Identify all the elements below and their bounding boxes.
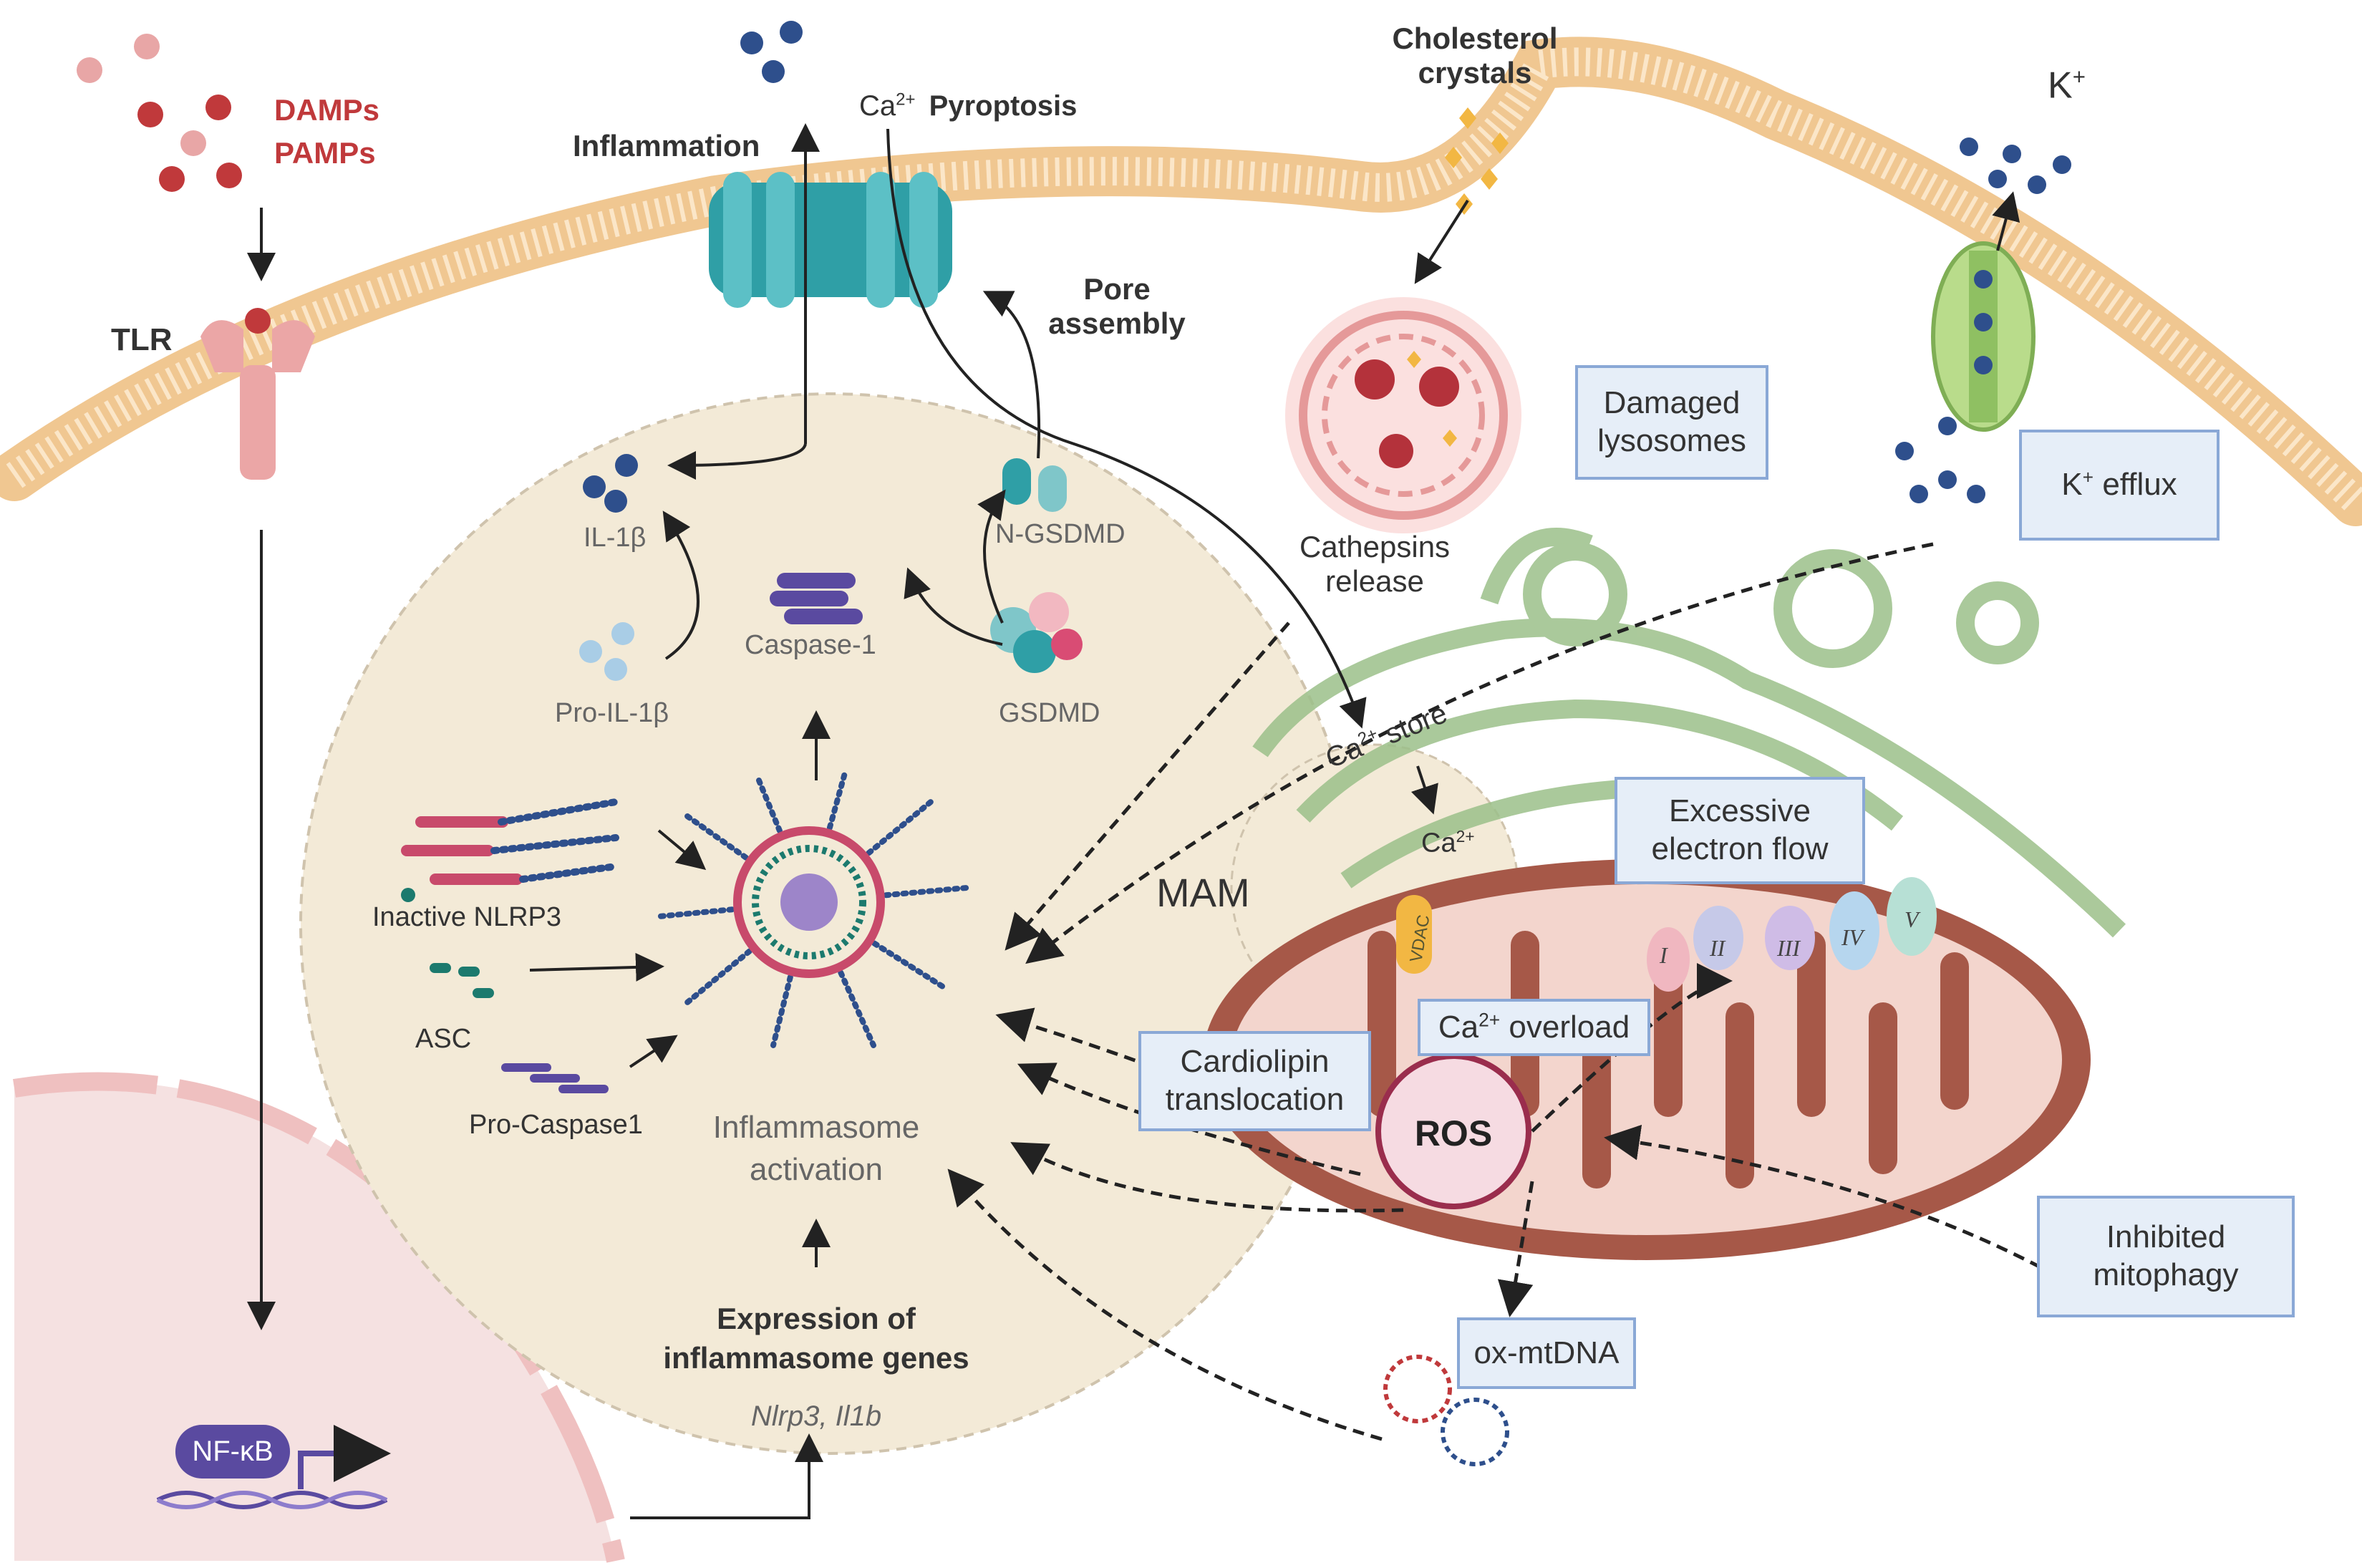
etc-complexes xyxy=(1647,877,1937,992)
cathepsins-release-label: Cathepsins release xyxy=(1267,530,1482,599)
cardiolipin-line1: Cardiolipin xyxy=(1180,1044,1330,1080)
pyroptosis-text: Pyroptosis xyxy=(929,90,1078,122)
k-ion-charge: + xyxy=(2072,64,2086,89)
inhibited-line2: mitophagy xyxy=(2093,1257,2239,1292)
endoplasmic-reticulum xyxy=(1252,528,2126,938)
cathepsins-line1: Cathepsins xyxy=(1299,530,1451,563)
solid-arrows xyxy=(247,123,2020,1519)
complex-iv-label: IV xyxy=(1841,924,1866,950)
asc-label: ASC xyxy=(415,1024,472,1054)
cholesterol-crystals-label: Cholesterol crystals xyxy=(1368,21,1582,91)
inflammation-label: Inflammation xyxy=(573,129,760,163)
inflammasome-line2: activation xyxy=(750,1152,883,1188)
expression-line1: Expression of xyxy=(717,1302,916,1335)
transcription-arrow xyxy=(298,1425,391,1489)
cathepsins-line2: release xyxy=(1325,564,1424,599)
ox-mtdna-text: ox-mtDNA xyxy=(1473,1335,1620,1370)
caspase1-icon xyxy=(770,573,863,624)
damaged-lysosomes-line2: lysosomes xyxy=(1597,423,1746,458)
pro-caspase1-icon xyxy=(501,1063,609,1093)
ca-overload-box: Ca2+ overload xyxy=(1418,999,1650,1056)
complex-iii-label: III xyxy=(1776,935,1801,961)
k-channel-icon xyxy=(1931,241,2036,432)
k-ion-dots xyxy=(1895,137,2071,503)
nfkb-icon xyxy=(175,1425,290,1479)
ox-mtdna-box: ox-mtDNA xyxy=(1457,1317,1636,1389)
expression-line2: inflammasome genes xyxy=(663,1340,969,1375)
dashed-arrows xyxy=(947,542,2042,1441)
caspase1-label: Caspase-1 xyxy=(745,630,876,660)
n-gsdmd-icon xyxy=(1002,458,1067,512)
k-ion-label: K+ xyxy=(2048,64,2086,107)
ros-circle xyxy=(1375,1053,1531,1209)
inflammasome-complex-icon xyxy=(656,770,969,1048)
inflammasome-activation-label: Inflammasome activation xyxy=(687,1106,945,1191)
ca-ion-text: Ca xyxy=(859,90,896,122)
ca-overload-word: overload xyxy=(1509,1009,1630,1045)
ca-ion-charge: 2+ xyxy=(896,89,916,110)
asc-icon xyxy=(430,963,494,998)
ox-mtdna-icon xyxy=(1383,1355,1509,1466)
inhibited-mitophagy-box: Inhibited mitophagy xyxy=(2037,1196,2295,1317)
gsdmd-label: GSDMD xyxy=(999,698,1100,728)
complex-ii-label: II xyxy=(1709,935,1726,961)
damps-dots xyxy=(77,34,242,192)
k-efflux-box: K+ efflux xyxy=(2019,430,2220,541)
il1b-label: IL-1β xyxy=(584,523,647,553)
cholesterol-crystal-icons xyxy=(1445,107,1509,215)
pro-il1b-label: Pro-IL-1β xyxy=(555,698,669,728)
damaged-lysosomes-line1: Damaged xyxy=(1603,385,1741,421)
pore-assembly-line1: Pore xyxy=(1083,272,1151,306)
damaged-lysosome-icon xyxy=(1285,297,1521,533)
cardiolipin-translocation-box: Cardiolipin translocation xyxy=(1138,1031,1371,1131)
expression-label: Expression of inflammasome genes xyxy=(630,1300,1002,1378)
pamps-label: PAMPs xyxy=(274,136,376,170)
inactive-nlrp3-icon xyxy=(401,798,619,902)
damps-label: DAMPs xyxy=(274,93,380,127)
inflammasome-line1: Inflammasome xyxy=(712,1110,920,1145)
k-efflux-ion: K xyxy=(2061,467,2083,503)
ca-small-ion: Ca xyxy=(1421,828,1456,858)
k-efflux-word: efflux xyxy=(2102,467,2177,503)
ca-small-label: Ca2+ xyxy=(1421,827,1475,859)
k-ion-text: K xyxy=(2048,64,2073,107)
tlr-label: TLR xyxy=(111,322,173,357)
genes-label: Nlrp3, Il1b xyxy=(750,1400,882,1432)
cardiolipin-line2: translocation xyxy=(1165,1082,1345,1117)
excessive-line2: electron flow xyxy=(1651,831,1829,866)
cholesterol-line2: crystals xyxy=(1418,56,1532,90)
gsdmd-pore-icon xyxy=(709,172,952,308)
complex-v-label: V xyxy=(1904,906,1921,932)
k-efflux-text: K+ efflux xyxy=(2061,466,2177,504)
nucleus xyxy=(14,1081,616,1561)
complex-i-label: I xyxy=(1659,942,1668,968)
inhibited-line1: Inhibited xyxy=(2106,1219,2226,1255)
ca-small-charge: 2+ xyxy=(1456,827,1475,846)
k-efflux-charge: + xyxy=(2082,466,2094,488)
pro-caspase1-label: Pro-Caspase1 xyxy=(469,1110,643,1140)
ros-label: ROS xyxy=(1415,1113,1492,1153)
tlr-receptor-icon xyxy=(200,320,315,480)
ca-overload-charge: 2+ xyxy=(1478,1008,1501,1030)
ca-overload-ion: Ca xyxy=(1438,1009,1479,1045)
vdac-channel xyxy=(1396,895,1432,974)
released-cytokine-dots xyxy=(740,21,803,83)
pro-il1b-dots xyxy=(579,622,634,681)
n-gsdmd-label: N-GSDMD xyxy=(995,519,1126,549)
cholesterol-line1: Cholesterol xyxy=(1392,21,1558,55)
pore-assembly-label: Pore assembly xyxy=(1038,272,1196,342)
nuclear-envelope xyxy=(12,1072,625,1563)
inactive-nlrp3-label: Inactive NLRP3 xyxy=(372,902,562,932)
nfkb-label: NF-κB xyxy=(192,1436,273,1467)
ca-overload-text: Ca2+ overload xyxy=(1438,1009,1630,1047)
tlr-ligand-dot xyxy=(245,308,271,334)
ca-pyroptosis-label: Ca2+ Pyroptosis xyxy=(859,89,1077,122)
pore-assembly-line2: assembly xyxy=(1048,306,1186,341)
excessive-line1: Excessive xyxy=(1668,793,1811,829)
mam-label: MAM xyxy=(1156,870,1250,915)
il1b-dots xyxy=(583,454,638,513)
excessive-electron-flow-box: Excessive electron flow xyxy=(1615,777,1865,884)
damaged-lysosomes-box: Damaged lysosomes xyxy=(1575,365,1768,480)
